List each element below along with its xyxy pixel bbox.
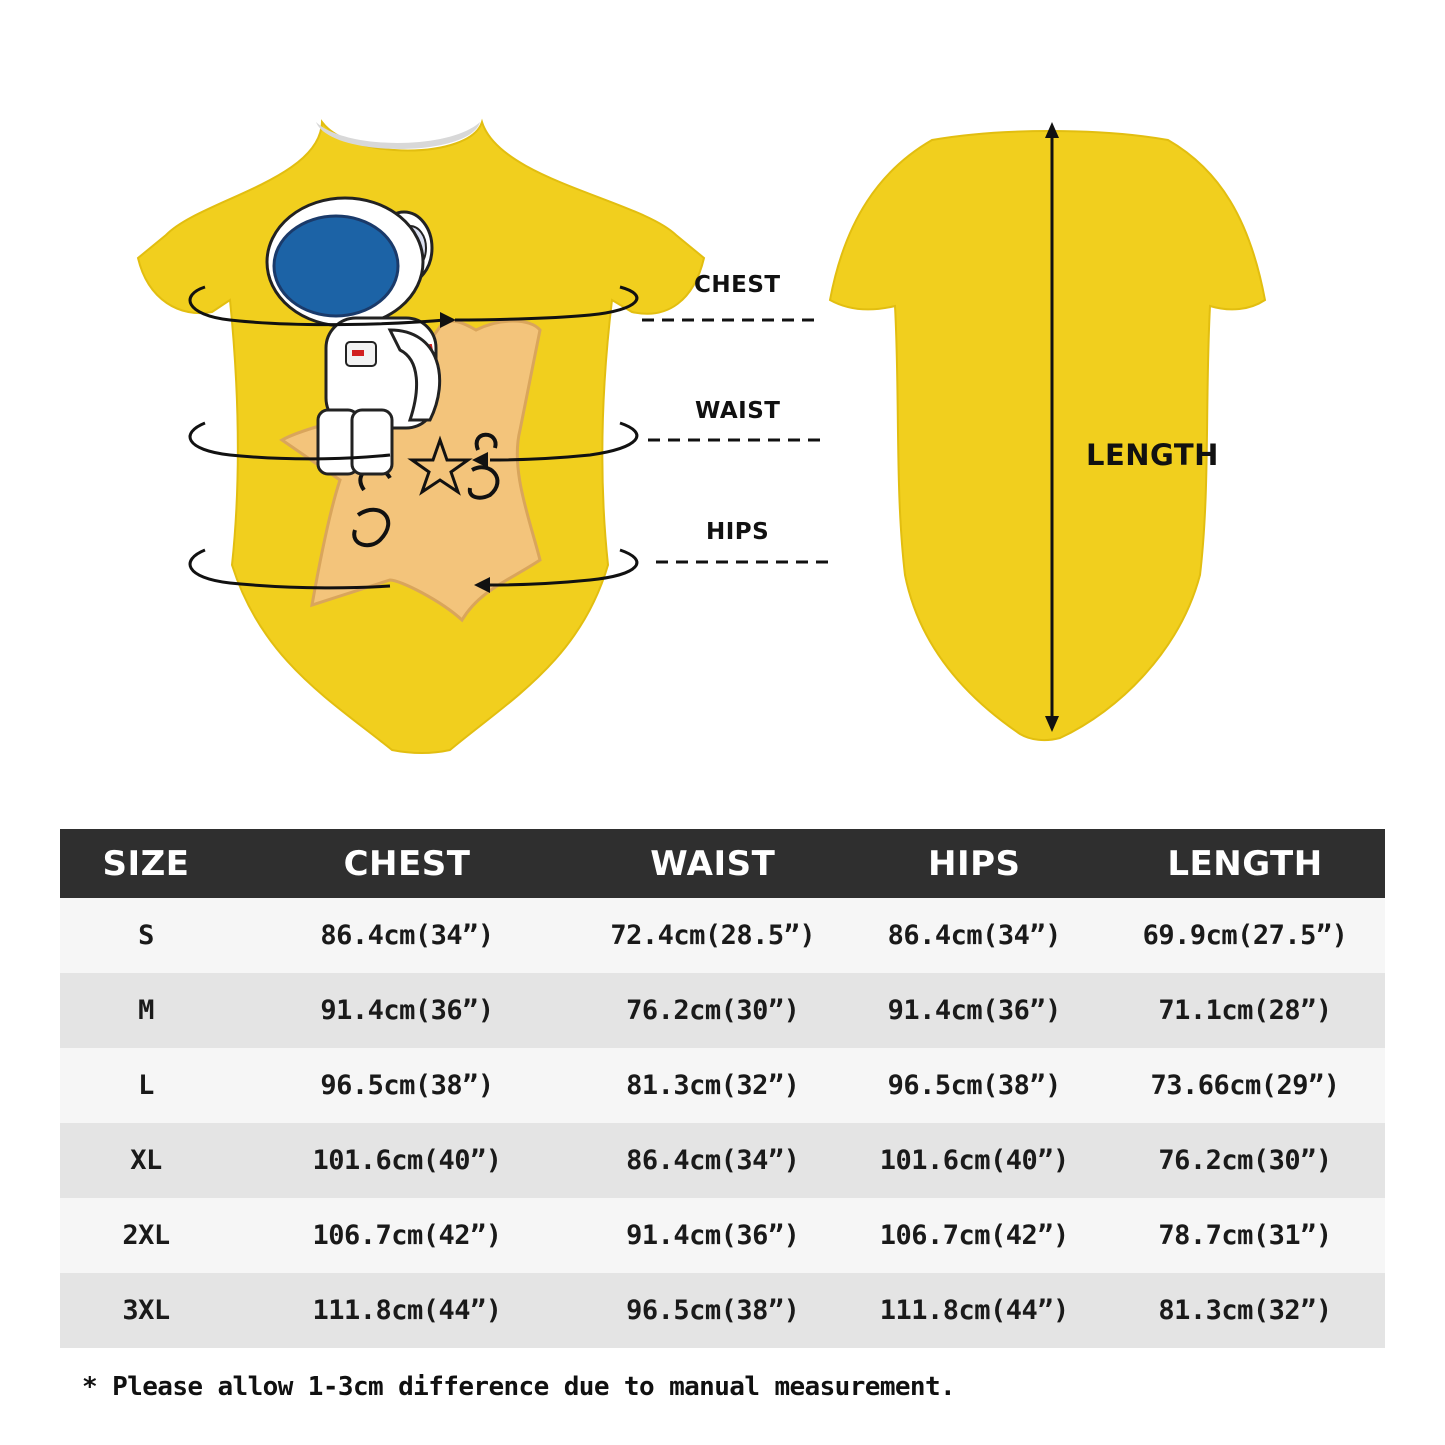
- back-bodysuit: [828, 130, 1267, 742]
- size-illustration: NASA: [136, 118, 1267, 754]
- cell-waist: 96.5cm(38”): [582, 1273, 844, 1348]
- cell-waist: 86.4cm(34”): [582, 1123, 844, 1198]
- cell-waist: 81.3cm(32”): [582, 1048, 844, 1123]
- waist-label: WAIST: [695, 398, 781, 424]
- cell-size: 3XL: [60, 1273, 232, 1348]
- cell-chest: 91.4cm(36”): [232, 973, 582, 1048]
- cell-size: XL: [60, 1123, 232, 1198]
- cell-hips: 101.6cm(40”): [843, 1123, 1105, 1198]
- measurement-footnote: * Please allow 1-3cm difference due to m…: [82, 1372, 956, 1402]
- table-row: XL 101.6cm(40”) 86.4cm(34”) 101.6cm(40”)…: [60, 1123, 1385, 1198]
- cell-waist: 91.4cm(36”): [582, 1198, 844, 1273]
- table-row: S 86.4cm(34”) 72.4cm(28.5”) 86.4cm(34”) …: [60, 898, 1385, 973]
- cell-hips: 96.5cm(38”): [843, 1048, 1105, 1123]
- cell-hips: 91.4cm(36”): [843, 973, 1105, 1048]
- cell-chest: 106.7cm(42”): [232, 1198, 582, 1273]
- cell-size: L: [60, 1048, 232, 1123]
- hips-guide: [188, 548, 391, 590]
- header-chest: CHEST: [232, 829, 582, 898]
- table-row: 2XL 106.7cm(42”) 91.4cm(36”) 106.7cm(42”…: [60, 1198, 1385, 1273]
- cell-length: 78.7cm(31”): [1105, 1198, 1385, 1273]
- cell-chest: 86.4cm(34”): [232, 898, 582, 973]
- table-row: 3XL 111.8cm(44”) 96.5cm(38”) 111.8cm(44”…: [60, 1273, 1385, 1348]
- cell-waist: 72.4cm(28.5”): [582, 898, 844, 973]
- header-waist: WAIST: [582, 829, 844, 898]
- cell-size: S: [60, 898, 232, 973]
- cell-hips: 86.4cm(34”): [843, 898, 1105, 973]
- dashed-leaders: [642, 318, 836, 564]
- measurement-guides: [188, 285, 639, 590]
- cell-length: 71.1cm(28”): [1105, 973, 1385, 1048]
- hips-label: HIPS: [706, 519, 770, 545]
- collar: [316, 122, 480, 149]
- cell-hips: 106.7cm(42”): [843, 1198, 1105, 1273]
- cell-chest: 101.6cm(40”): [232, 1123, 582, 1198]
- header-size: SIZE: [60, 829, 232, 898]
- astronaut-print: NASA: [265, 196, 442, 476]
- size-chart-table: SIZE CHEST WAIST HIPS LENGTH S 86.4cm(34…: [60, 829, 1385, 1348]
- cell-waist: 76.2cm(30”): [582, 973, 844, 1048]
- header-hips: HIPS: [843, 829, 1105, 898]
- cell-length: 76.2cm(30”): [1105, 1123, 1385, 1198]
- cell-length: 81.3cm(32”): [1105, 1273, 1385, 1348]
- cell-chest: 96.5cm(38”): [232, 1048, 582, 1123]
- table-row: L 96.5cm(38”) 81.3cm(32”) 96.5cm(38”) 73…: [60, 1048, 1385, 1123]
- cell-size: 2XL: [60, 1198, 232, 1273]
- cell-size: M: [60, 973, 232, 1048]
- length-label: LENGTH: [1086, 438, 1219, 472]
- waist-guide: [188, 421, 391, 461]
- table-row: M 91.4cm(36”) 76.2cm(30”) 91.4cm(36”) 71…: [60, 973, 1385, 1048]
- chest-label: CHEST: [694, 272, 781, 298]
- length-arrow: [1045, 122, 1059, 732]
- star-print: [279, 319, 542, 623]
- cell-hips: 111.8cm(44”): [843, 1273, 1105, 1348]
- header-length: LENGTH: [1105, 829, 1385, 898]
- cell-length: 73.66cm(29”): [1105, 1048, 1385, 1123]
- table-header-row: SIZE CHEST WAIST HIPS LENGTH: [60, 829, 1385, 898]
- cell-chest: 111.8cm(44”): [232, 1273, 582, 1348]
- chest-guide: [188, 285, 446, 327]
- cell-length: 69.9cm(27.5”): [1105, 898, 1385, 973]
